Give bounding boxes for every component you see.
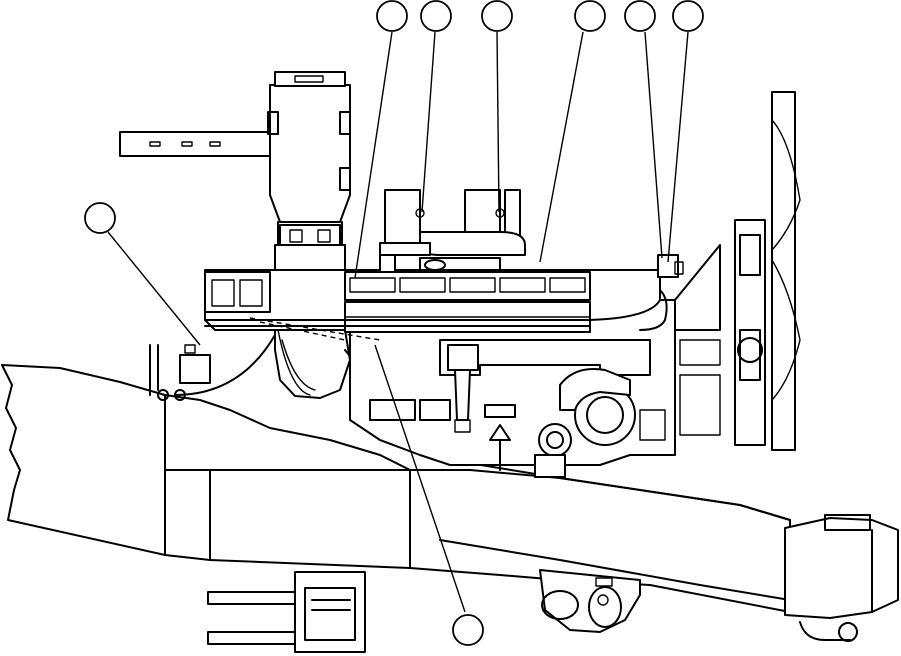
callout-6[interactable] [672, 0, 704, 32]
callout-3[interactable] [481, 0, 513, 32]
callout-8[interactable] [452, 614, 484, 646]
leader-lines [107, 31, 689, 613]
callout-4[interactable] [574, 0, 606, 32]
callouts [84, 0, 704, 646]
callout-5[interactable] [624, 0, 656, 32]
chassis-frame [1, 364, 899, 653]
engine-block [149, 91, 801, 478]
callout-2[interactable] [420, 0, 452, 32]
callout-7[interactable] [84, 202, 116, 234]
callout-1[interactable] [376, 0, 408, 32]
